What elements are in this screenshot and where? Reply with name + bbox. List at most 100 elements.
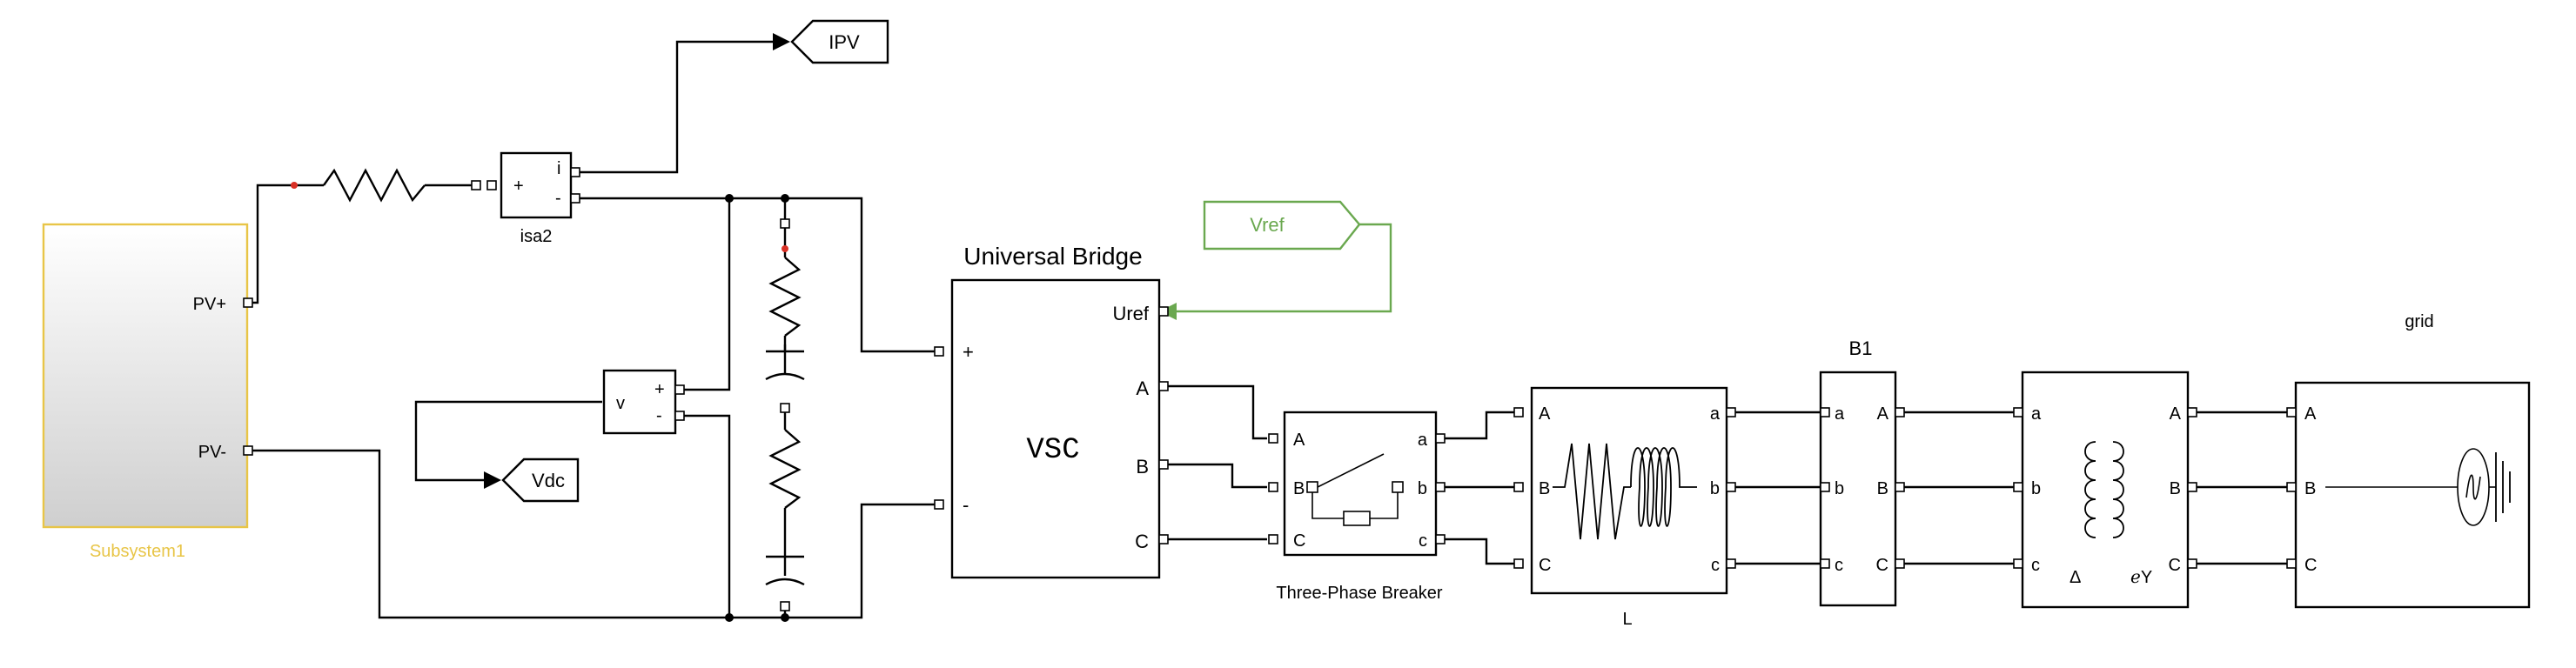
- b1-port-c: [1820, 558, 1830, 569]
- breaker-body[interactable]: [1283, 411, 1438, 557]
- junction-bottom-left: [725, 613, 734, 622]
- grid-port-B: [2286, 482, 2297, 492]
- subsystem-label: Subsystem1: [90, 542, 185, 561]
- wire-pvplus[interactable]: [249, 184, 294, 304]
- red-marker-pv: [291, 182, 298, 189]
- tr-port-A: [2187, 407, 2197, 418]
- bridge-body[interactable]: [950, 278, 1161, 579]
- bridge-port-a: [1158, 381, 1169, 391]
- wire-bottom-bus[interactable]: [249, 449, 940, 619]
- tr-C: C: [2169, 556, 2181, 575]
- vmeas-minus: -: [656, 406, 662, 425]
- b1-B: B: [1877, 479, 1888, 498]
- isa2-i: i: [557, 159, 560, 178]
- vmeas-port-plus: [674, 384, 685, 395]
- goto-ipv-body[interactable]: [790, 19, 889, 64]
- wire-vdc[interactable]: [414, 400, 602, 482]
- l-b: b: [1710, 479, 1720, 498]
- bus-b1-block[interactable]: B1 a b c A B C: [1819, 337, 1905, 607]
- grid-body[interactable]: [2294, 381, 2531, 609]
- transformer-body[interactable]: [2021, 371, 2190, 609]
- inductor-label: L: [1622, 610, 1632, 629]
- vmeas-body[interactable]: [602, 369, 677, 435]
- dc-link-rc[interactable]: [765, 218, 805, 611]
- ac-source-icon: [2325, 448, 2511, 526]
- l-port-C: [1513, 558, 1524, 569]
- tr-port-C: [2187, 558, 2197, 569]
- l-B: B: [1539, 479, 1550, 498]
- goto-ipv[interactable]: IPV: [790, 19, 889, 64]
- goto-ipv-label: IPV: [828, 31, 860, 53]
- inductor-body[interactable]: [1530, 386, 1728, 595]
- port-pvplus[interactable]: [243, 297, 253, 308]
- wire-vsc-a[interactable]: [1166, 384, 1267, 440]
- rl-icon: [1553, 443, 1697, 540]
- b1-label: B1: [1849, 337, 1873, 359]
- breaker-C: C: [1293, 531, 1305, 551]
- transformer-block[interactable]: a b c A B C Δ ℯY: [2013, 371, 2197, 609]
- wire-ipv[interactable]: [578, 40, 783, 174]
- resistor-series[interactable]: [323, 168, 426, 203]
- from-vref[interactable]: Vref: [1203, 200, 1361, 250]
- goto-vdc-body[interactable]: [501, 458, 580, 503]
- isa2-label: isa2: [520, 227, 553, 246]
- bridge-port-c: [1158, 534, 1169, 544]
- b1-port-B: [1895, 482, 1905, 492]
- b1-body[interactable]: [1819, 371, 1897, 607]
- tr-delta: Δ: [2070, 568, 2081, 587]
- port-pvminus-label: PV-: [198, 443, 226, 462]
- breaker-port-A: [1268, 433, 1278, 444]
- wire-vsc-b[interactable]: [1166, 463, 1267, 489]
- bridge-b: B: [1136, 456, 1149, 478]
- isa2-body[interactable]: [500, 151, 573, 219]
- grid-B: B: [2304, 479, 2316, 498]
- b1-c: c: [1835, 556, 1843, 575]
- port-square2: [780, 403, 790, 413]
- port-square3: [780, 601, 790, 611]
- junction-top-right: [781, 194, 789, 203]
- junction-top-left: [725, 194, 734, 203]
- b1-b: b: [1835, 479, 1844, 498]
- wire-vref[interactable]: [1166, 223, 1392, 313]
- tr-port-c: [2013, 558, 2023, 569]
- l-port-A: [1513, 407, 1524, 418]
- isa2-port-in-b: [486, 180, 497, 190]
- b1-A: A: [1877, 404, 1889, 424]
- bridge-port-uref: [1158, 306, 1169, 317]
- b1-port-A: [1895, 407, 1905, 418]
- wire-vmeas-minus[interactable]: [681, 414, 731, 618]
- isa2-port-i: [570, 167, 580, 177]
- wire-vmeas-plus[interactable]: [681, 198, 731, 391]
- grid-block[interactable]: grid A B C: [2286, 312, 2531, 609]
- goto-vdc[interactable]: Vdc: [501, 458, 580, 503]
- subsystem-body[interactable]: [42, 223, 249, 529]
- b1-port-b: [1820, 482, 1830, 492]
- grid-C: C: [2304, 556, 2317, 575]
- breaker-A: A: [1293, 431, 1305, 450]
- tr-B: B: [2170, 479, 2181, 498]
- voltage-measurement-block[interactable]: v + -: [602, 369, 685, 435]
- breaker-port-B: [1268, 482, 1278, 492]
- tr-a: a: [2031, 404, 2042, 424]
- breaker-block[interactable]: A B C a b c Three-Phase Breaker: [1268, 411, 1446, 603]
- l-C: C: [1539, 556, 1551, 575]
- junction-bottom-right: [781, 613, 789, 622]
- port-pvminus[interactable]: [243, 445, 253, 456]
- b1-a: a: [1835, 404, 1845, 424]
- bridge-c: C: [1135, 531, 1149, 552]
- l-port-c: [1726, 558, 1736, 569]
- wire-top-bus[interactable]: [578, 197, 940, 353]
- wire-brk-c[interactable]: [1443, 538, 1514, 565]
- subsystem-block[interactable]: PV+ PV- Subsystem1: [42, 223, 253, 561]
- breaker-port-b: [1435, 482, 1446, 492]
- from-vref-body[interactable]: [1203, 200, 1361, 250]
- wire-brk-a[interactable]: [1443, 411, 1514, 440]
- tr-A: A: [2170, 404, 2182, 424]
- current-measurement-block[interactable]: + i - isa2: [471, 151, 580, 246]
- isa2-port-in-a: [471, 180, 481, 190]
- inductor-block[interactable]: A B C a b c L: [1513, 386, 1736, 629]
- transformer-coil-icon: [2084, 441, 2124, 538]
- l-c: c: [1711, 556, 1720, 575]
- breaker-c: c: [1419, 531, 1427, 551]
- universal-bridge-block[interactable]: Universal Bridge + - Uref A B C VSC: [934, 243, 1169, 579]
